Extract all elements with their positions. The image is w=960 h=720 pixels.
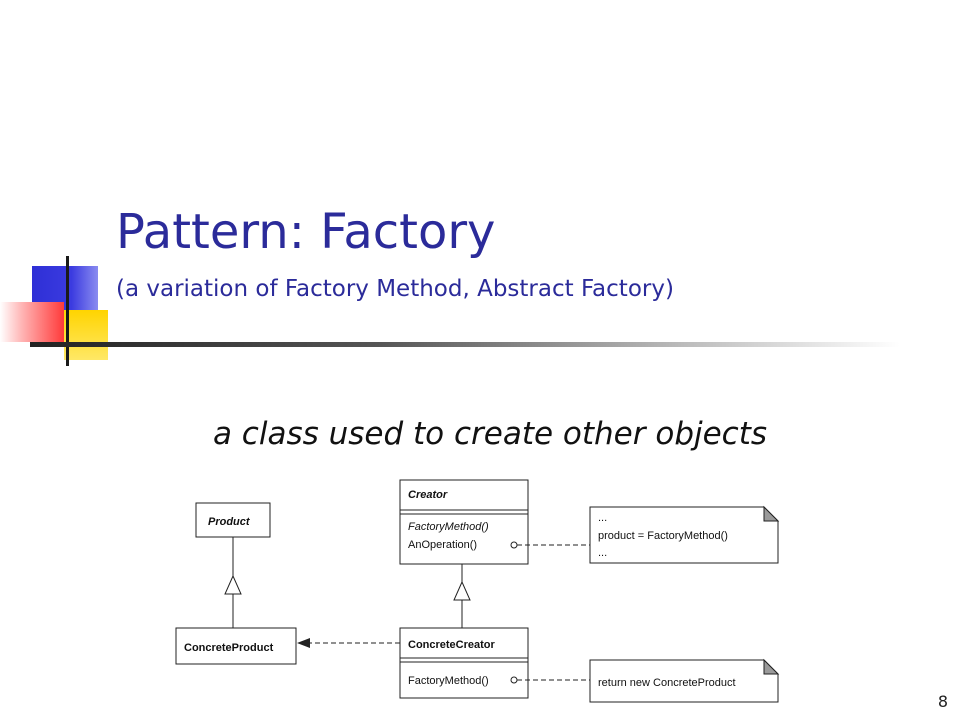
decor-horizontal-rule [30,342,900,347]
slide-title: Pattern: Factory [116,204,496,260]
note-line: ... [598,547,607,559]
decor-red-square [0,302,64,342]
note-line: product = FactoryMethod() [598,530,728,542]
class-concrete-product: ConcreteProduct [175,627,297,665]
class-concrete-product-name: ConcreteProduct [184,642,274,654]
class-creator-name: Creator [408,489,448,501]
class-concrete-creator: ConcreteCreator FactoryMethod() [399,627,529,699]
inheritance-product [224,537,242,628]
slide-number: 8 [937,692,948,711]
slide-tagline: a class used to create other objects [212,416,768,452]
class-concrete-creator-name: ConcreteCreator [408,639,496,651]
note-an-operation: ... product = FactoryMethod() ... [510,505,780,564]
inheritance-creator [453,564,471,628]
class-concrete-creator-op: FactoryMethod() [408,675,489,687]
class-product-name: Product [208,516,251,528]
decor-yellow-square [64,310,108,360]
decor-vertical-line [66,256,69,366]
dependency-arrow [297,638,400,648]
class-creator-op: AnOperation() [408,539,477,551]
class-creator-op: FactoryMethod() [408,521,489,533]
note-line: ... [598,512,607,524]
note-line: return new ConcreteProduct [598,677,736,689]
class-creator: Creator FactoryMethod() AnOperation() [399,479,529,565]
slide-subtitle: (a variation of Factory Method, Abstract… [116,276,674,302]
class-product: Product [195,502,271,538]
note-factory-method: return new ConcreteProduct [510,658,780,703]
